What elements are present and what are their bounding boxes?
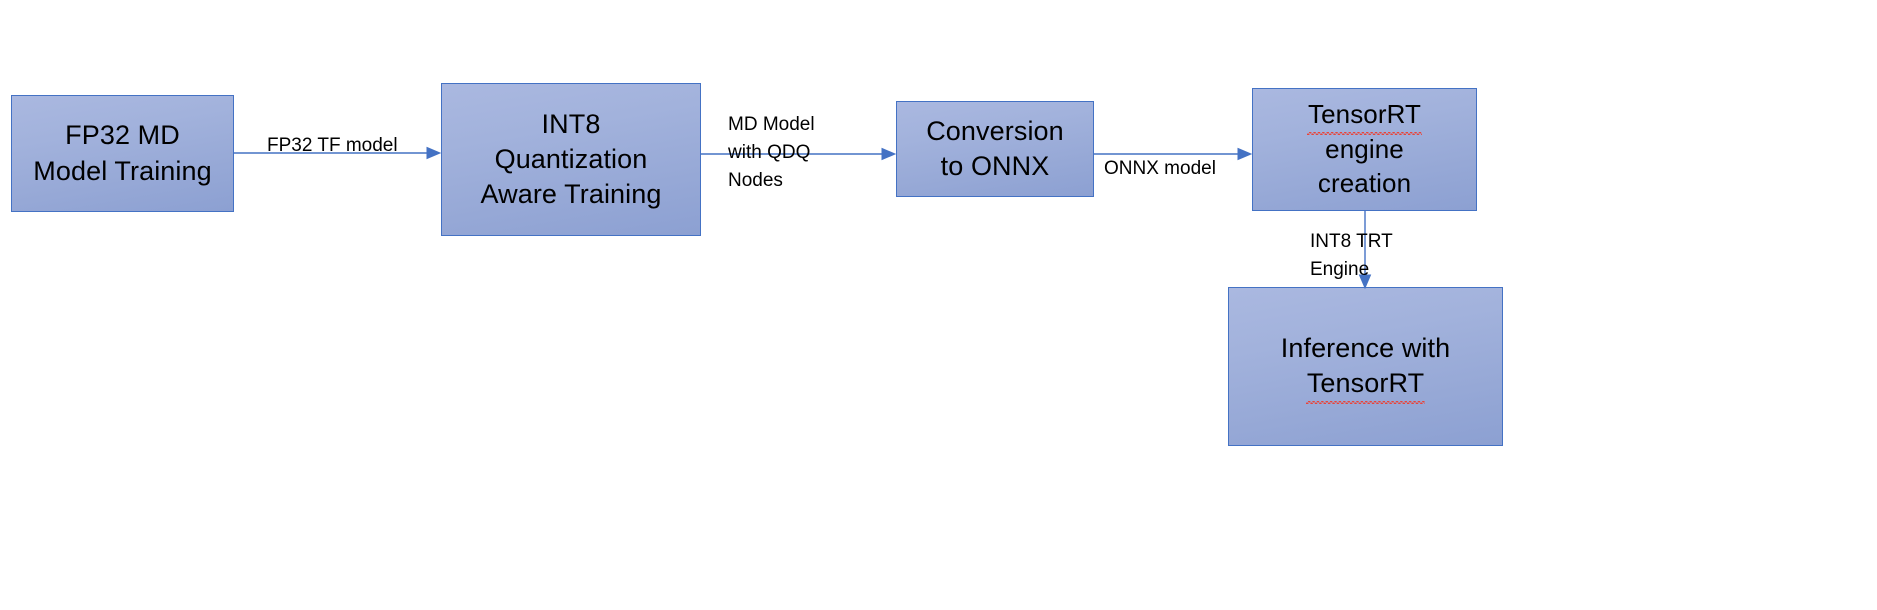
node-conversion-to-onnx[interactable]: Conversion to ONNX <box>896 101 1094 197</box>
edge-label-fp32-tf-model: FP32 TF model <box>267 132 398 160</box>
node-label-line: engine <box>1325 134 1404 165</box>
node-label-line: to ONNX <box>940 151 1050 181</box>
edge-label-int8-trt-engine: INT8 TRT Engine <box>1310 228 1393 284</box>
edge-label-line: FP32 TF model <box>267 135 398 156</box>
node-inference-with-tensorrt[interactable]: Inference with TensorRT <box>1228 287 1503 446</box>
node-label-line: Conversion <box>926 115 1064 146</box>
node-label-line: INT8 <box>541 108 601 139</box>
connector-arrow-int8-to-conversion <box>701 147 897 161</box>
edge-label-line: MD Model <box>728 114 815 135</box>
node-label-line: TensorRT <box>1306 98 1423 135</box>
node-label-line: Model Training <box>33 155 212 186</box>
node-label-line: Inference with <box>1280 332 1451 363</box>
edge-label-md-model-with-qdq-nodes: MD Model with QDQ Nodes <box>728 111 815 195</box>
edge-label-line: ONNX model <box>1104 158 1216 179</box>
edge-label-line: INT8 TRT <box>1310 231 1393 252</box>
node-fp32-md-model-training[interactable]: FP32 MD Model Training <box>11 95 234 212</box>
misspelled-word: TensorRT <box>1305 366 1426 405</box>
node-label-line: Aware Training <box>480 179 662 210</box>
node-tensorrt-engine-creation[interactable]: TensorRT engine creation <box>1252 88 1477 211</box>
arrow-head <box>1237 147 1253 161</box>
arrow-head <box>426 146 442 160</box>
edge-label-line: Engine <box>1310 259 1370 281</box>
node-label-line: creation <box>1317 167 1412 198</box>
arrow-head <box>881 147 897 161</box>
node-label-line: FP32 MD <box>65 120 180 151</box>
edge-label-onnx-model: ONNX model <box>1104 155 1216 183</box>
misspelled-word: TensorRT <box>1306 98 1423 135</box>
connector-arrow-fp32-to-int8 <box>234 146 442 160</box>
connector-arrow-trt-to-inference <box>1358 211 1372 290</box>
edge-label-line: with QDQ <box>728 142 811 164</box>
connector-arrow-conversion-to-trt <box>1094 147 1253 161</box>
node-int8-quantization-aware-training[interactable]: INT8 Quantization Aware Training <box>441 83 701 236</box>
node-label-line: TensorRT <box>1305 366 1426 405</box>
node-label-line: Quantization <box>494 143 648 174</box>
edge-label-line: Nodes <box>728 170 783 192</box>
arrow-head <box>1358 274 1372 290</box>
